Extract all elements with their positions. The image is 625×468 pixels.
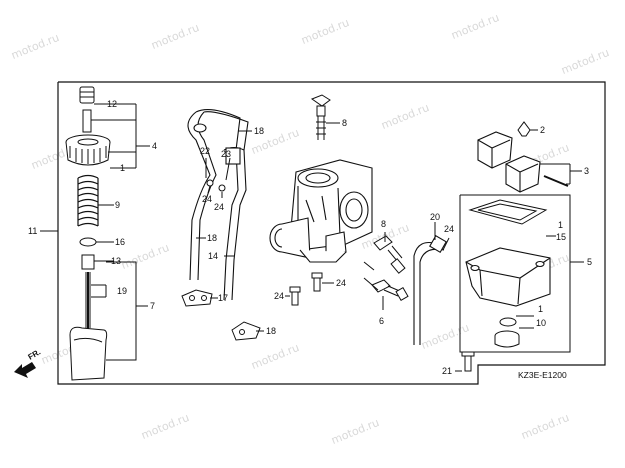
- starter-plunger-part: [310, 94, 331, 140]
- callout-10: 9: [115, 200, 120, 210]
- bolt-part: [461, 351, 475, 372]
- callout-22: 19: [117, 286, 127, 296]
- o-ring-part: [499, 317, 517, 327]
- float-valve-part: [517, 121, 531, 137]
- leader-line: [106, 261, 137, 361]
- throttle-stop-screw-part: [371, 279, 409, 302]
- needle-holder-part: [81, 254, 95, 270]
- callout-9: 8: [342, 118, 347, 128]
- callout-5: 5: [587, 257, 592, 267]
- drain-hose-part: [413, 235, 447, 345]
- callout-26: 24: [336, 278, 346, 288]
- callout-labels: 12 4 1 9 11 16 13 19 7 18 22 23 24 24 18…: [27, 99, 593, 380]
- callout-14: 13: [111, 256, 121, 266]
- callout-1: 1: [558, 220, 563, 230]
- callout-24: 24: [214, 202, 224, 212]
- callout-25: 24: [274, 291, 284, 301]
- air-screw-part: [373, 235, 406, 274]
- clamp-part: [206, 179, 214, 187]
- callout-7: 7: [150, 301, 155, 311]
- callout-24: 23: [221, 149, 231, 159]
- callout-1: 1: [120, 163, 125, 173]
- callout-12: 11: [28, 226, 37, 236]
- callout-1: 1: [538, 304, 543, 314]
- callout-19: 18: [207, 233, 217, 243]
- spring-part: [77, 174, 99, 227]
- leader-line: [363, 277, 379, 291]
- float-part: [477, 131, 541, 193]
- callout-15: 14: [208, 251, 218, 261]
- float-chamber-part: [465, 247, 551, 307]
- callout-16: 15: [556, 232, 566, 242]
- callout-21: 20: [430, 212, 440, 222]
- callout-24-drain: 24: [444, 224, 454, 234]
- float-pin-part: [543, 175, 569, 187]
- callout-11: 10: [536, 318, 546, 328]
- cable-adjuster-part: [82, 109, 92, 133]
- vent-hose-part: [187, 109, 249, 281]
- callout-23: 21: [442, 366, 452, 376]
- cap-part: [79, 86, 95, 104]
- stay-part: [181, 289, 213, 307]
- callout-17: 16: [115, 237, 125, 247]
- callout-18-lower: 18: [266, 326, 276, 336]
- callout-20: 18: [254, 126, 264, 136]
- float-chamber-gasket-part: [468, 199, 548, 225]
- front-direction-arrow: [14, 362, 36, 378]
- leader-line: [442, 237, 450, 251]
- callout-13: 12: [107, 99, 117, 109]
- diagram-code: KZ3E-E1200: [518, 370, 567, 380]
- callout-8-label: 8: [381, 219, 386, 229]
- leader-line: [225, 157, 231, 181]
- leader-line: [207, 185, 211, 194]
- callout-2: 2: [540, 125, 545, 135]
- clamp-part: [218, 184, 226, 192]
- outer-frame: [57, 81, 606, 385]
- callout-24: 22: [200, 146, 210, 156]
- clip-part: [79, 237, 97, 247]
- leader-line: [363, 261, 375, 271]
- throttle-valve-part: [69, 326, 108, 381]
- callout-18: 17: [218, 293, 228, 303]
- screw-part: [289, 286, 301, 306]
- callout-4: 4: [152, 141, 157, 151]
- carburetor-body: [269, 159, 373, 263]
- pilot-jet-part: [311, 272, 323, 292]
- callout-24: 24: [202, 194, 212, 204]
- callout-6: 6: [379, 316, 384, 326]
- front-direction-label: FR.: [27, 347, 43, 361]
- callout-3: 3: [584, 166, 589, 176]
- stay-part: [231, 321, 261, 341]
- drain-plug-part: [494, 330, 520, 348]
- group-bracket: [459, 194, 571, 353]
- top-cap-part: [65, 134, 111, 166]
